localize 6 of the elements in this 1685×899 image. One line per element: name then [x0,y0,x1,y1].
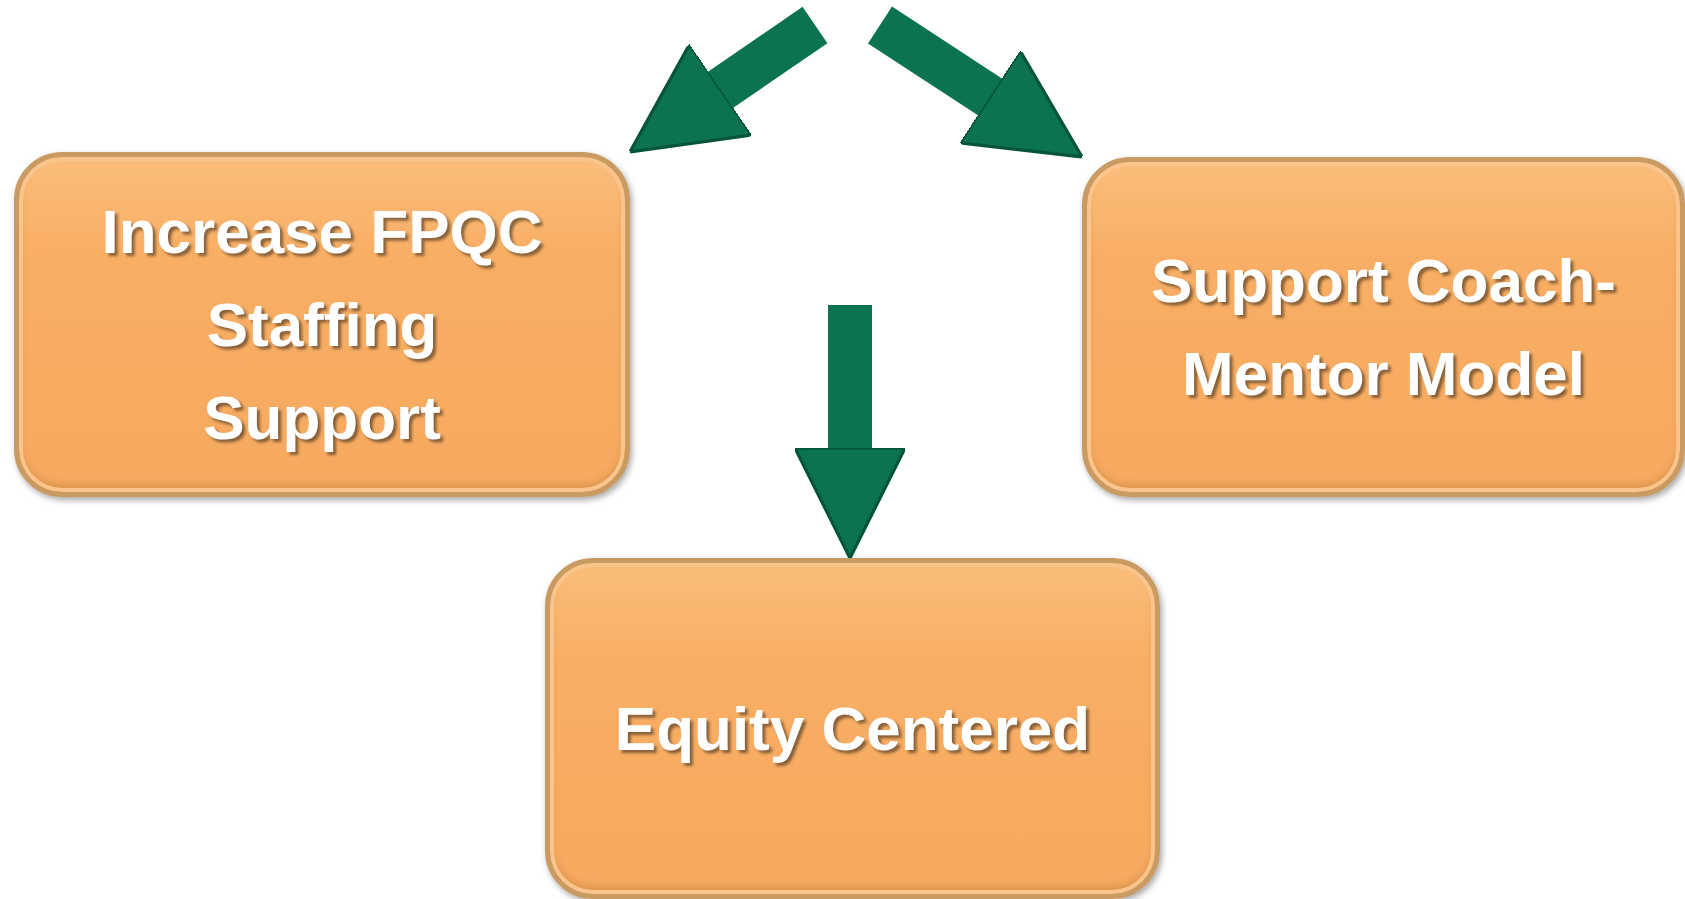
box-label: Increase FPQC Staffing Support [100,196,544,454]
process-box [545,558,1160,899]
box-label: Equity Centered [614,693,1091,765]
box-label: Support Coach-Mentor Model [1150,245,1617,410]
process-box [14,152,630,497]
process-box [1082,157,1685,497]
